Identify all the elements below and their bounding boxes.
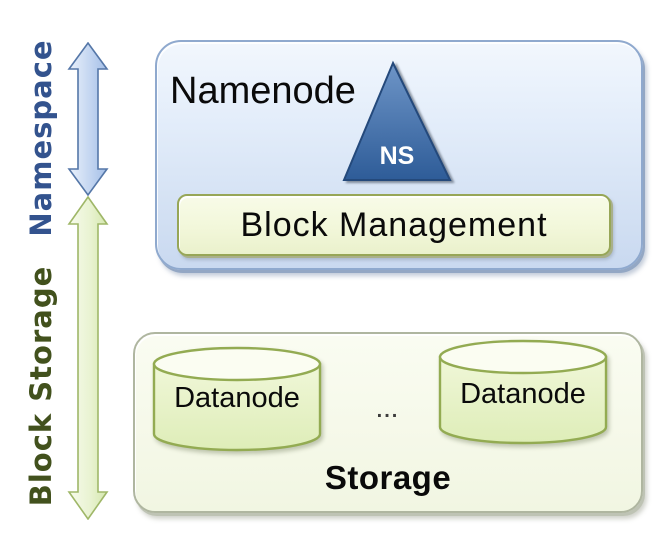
datanode-cylinder-icon bbox=[438, 339, 608, 445]
datanode-label: Datanode bbox=[174, 382, 300, 414]
ns-triangle-label: NS bbox=[380, 142, 415, 170]
namenode-title: Namenode bbox=[170, 70, 356, 112]
block-management-panel: Block Management bbox=[177, 194, 611, 256]
block-storage-label: Block Storage bbox=[24, 265, 58, 507]
namespace-label: Namespace bbox=[24, 39, 58, 237]
datanode-cylinder-icon bbox=[152, 346, 322, 452]
ns-triangle-icon: NS bbox=[342, 60, 452, 181]
block-storage-range-arrow-icon bbox=[67, 196, 109, 520]
namespace-range-arrow-icon bbox=[67, 42, 109, 196]
datanode-label: Datanode bbox=[460, 378, 586, 410]
block-management-label: Block Management bbox=[240, 205, 548, 244]
datanode-ellipsis: ... bbox=[376, 400, 400, 422]
storage-title: Storage bbox=[324, 459, 452, 496]
